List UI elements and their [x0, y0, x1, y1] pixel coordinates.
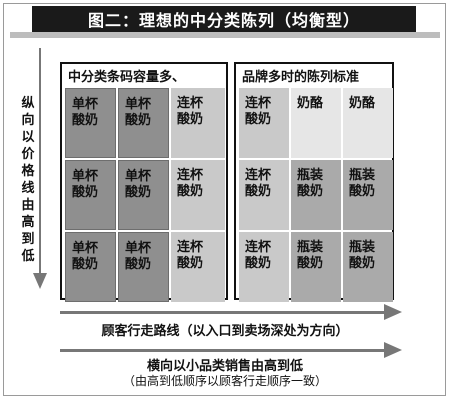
right-cell-5: 瓶装酸奶 [291, 160, 341, 230]
sales-order-sublabel: （由高到低顺序以顾客行走顺序一致） [122, 374, 327, 388]
right-arrow-icon [384, 342, 402, 358]
walk-route-label: 顾客行走路线（以入口到卖场深处为方向） [101, 324, 349, 339]
vertical-arrow-line [39, 48, 41, 276]
left-panel-title: 中分类条码容量多、 [68, 69, 186, 85]
left-cell-7: 单杯酸奶 [65, 232, 116, 302]
left-cell-6: 连杯酸奶 [171, 160, 225, 230]
left-cell-2: 单杯酸奶 [118, 88, 169, 158]
right-cell-4: 连杯酸奶 [239, 160, 289, 230]
right-cell-9: 瓶装酸奶 [343, 232, 393, 302]
left-cell-4: 单杯酸奶 [65, 160, 116, 230]
right-cell-7: 连杯酸奶 [239, 232, 289, 302]
sales-order-arrow-line [60, 349, 386, 352]
down-arrow-icon [33, 273, 47, 289]
sales-order-label: 横向以小品类销售由高到低 [146, 359, 303, 374]
right-cell-6: 瓶装酸奶 [343, 160, 393, 230]
right-panel-grid: 连杯酸奶 奶酪 奶酪 连杯酸奶 瓶装酸奶 瓶装酸奶 连杯酸奶 瓶装酸奶 瓶装酸奶 [239, 88, 393, 302]
right-panel: 品牌多时的陈列标准 连杯酸奶 奶酪 奶酪 连杯酸奶 瓶装酸奶 瓶装酸奶 连杯酸奶… [234, 62, 394, 302]
right-cell-8: 瓶装酸奶 [291, 232, 341, 302]
left-cell-8: 单杯酸奶 [118, 232, 169, 302]
left-cell-9: 连杯酸奶 [171, 232, 225, 302]
left-panel-grid: 单杯酸奶 单杯酸奶 连杯酸奶 单杯酸奶 单杯酸奶 连杯酸奶 单杯酸奶 单杯酸奶 … [65, 88, 225, 302]
left-cell-1: 单杯酸奶 [65, 88, 116, 158]
right-cell-2: 奶酪 [291, 88, 341, 158]
left-cell-3: 连杯酸奶 [171, 88, 225, 158]
right-panel-title: 品牌多时的陈列标准 [242, 69, 360, 85]
right-cell-3: 奶酪 [343, 88, 393, 158]
left-cell-5: 单杯酸奶 [118, 160, 169, 230]
left-panel: 中分类条码容量多、 单杯酸奶 单杯酸奶 连杯酸奶 单杯酸奶 单杯酸奶 连杯酸奶 … [60, 62, 228, 302]
diagram-title: 图二：理想的中分类陈列（均衡型） [32, 6, 416, 32]
title-underline [10, 32, 440, 38]
right-cell-1: 连杯酸奶 [239, 88, 289, 158]
vertical-axis-label: 纵向以价格线由高到低 [21, 96, 35, 264]
right-arrow-icon [384, 304, 402, 320]
walk-route-arrow-line [60, 311, 386, 314]
